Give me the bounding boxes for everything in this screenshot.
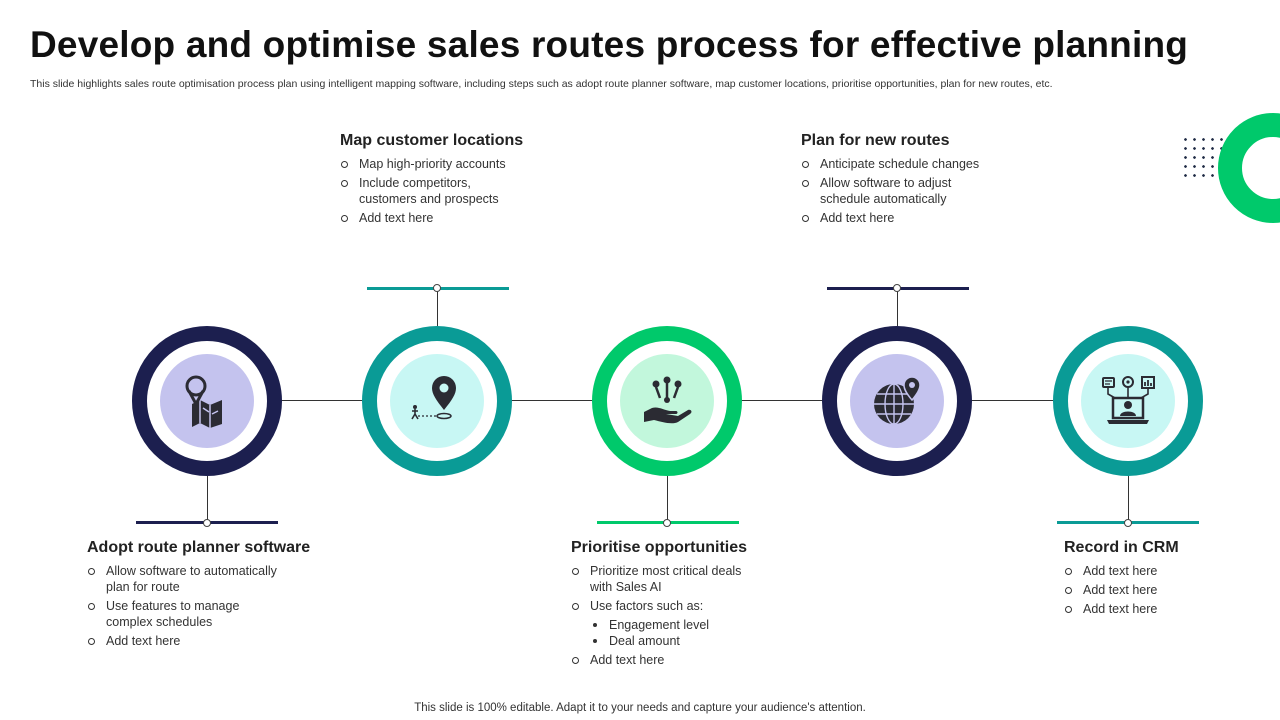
step-4-circle [822, 326, 972, 476]
connector-dot-step-5 [1124, 519, 1132, 527]
list-item: Map high-priority accounts [340, 156, 600, 172]
connector-dot-step-3 [663, 519, 671, 527]
step-3-circle [592, 326, 742, 476]
step-4-list: Anticipate schedule changes Allow softwa… [801, 156, 1061, 226]
crm-laptop-icon [1102, 376, 1155, 424]
hand-keys-icon [644, 376, 692, 424]
slide-footer: This slide is 100% editable. Adapt it to… [414, 702, 866, 714]
sub-list-item: Deal amount [571, 633, 831, 649]
connector-dot-step-1 [203, 519, 211, 527]
location-route-icon [411, 376, 456, 420]
step-3-list: Prioritize most critical deals with Sale… [571, 563, 831, 668]
list-item: Allow software to automatically plan for… [87, 563, 297, 595]
step-2-heading: Map customer locations [340, 132, 524, 149]
step-1-heading: Adopt route planner software [87, 539, 311, 556]
list-item: Add text here [1064, 582, 1264, 598]
connector-dot-step-4 [893, 284, 901, 292]
step-5-heading: Record in CRM [1064, 539, 1179, 556]
step-3-heading: Prioritise opportunities [571, 539, 748, 556]
step-5-circle [1053, 326, 1203, 476]
list-item: Include competitors, customers and prosp… [340, 175, 520, 207]
list-item: Allow software to adjust schedule automa… [801, 175, 981, 207]
step-4-text-block: Plan for new routes Anticipate schedule … [801, 132, 1061, 229]
step-2-circle [362, 326, 512, 476]
globe-pin-icon [874, 376, 921, 425]
sub-list-item: Engagement level [571, 617, 831, 633]
list-item: Anticipate schedule changes [801, 156, 1061, 172]
step-2-text-block: Map customer locations Map high-priority… [340, 132, 600, 229]
map-pin-icon [185, 375, 222, 428]
step-4-heading: Plan for new routes [801, 132, 950, 149]
slide-title: Develop and optimise sales routes proces… [30, 24, 1189, 65]
step-1-circle [132, 326, 282, 476]
list-item: Add text here [571, 652, 831, 668]
list-item: Add text here [801, 210, 1061, 226]
connector-step-4 [897, 288, 898, 326]
decorative-ring [1218, 113, 1280, 223]
connector-step-1 [207, 476, 208, 524]
list-item: Add text here [1064, 601, 1264, 617]
step-5-list: Add text here Add text here Add text her… [1064, 563, 1264, 617]
step-3-text-block: Prioritise opportunities Prioritize most… [571, 539, 831, 671]
connector-step-3 [667, 476, 668, 524]
connector-step-5 [1128, 476, 1129, 524]
step-1-text-block: Adopt route planner software Allow softw… [87, 539, 347, 652]
list-item: Add text here [87, 633, 347, 649]
list-item: Use features to manage complex schedules [87, 598, 277, 630]
connector-step-2 [437, 288, 438, 326]
step-5-text-block: Record in CRM Add text here Add text her… [1064, 539, 1264, 620]
list-item: Add text here [340, 210, 600, 226]
list-item: Prioritize most critical deals with Sale… [571, 563, 761, 595]
step-1-list: Allow software to automatically plan for… [87, 563, 347, 649]
connector-dot-step-2 [433, 284, 441, 292]
step-2-list: Map high-priority accounts Include compe… [340, 156, 600, 226]
slide-subtitle: This slide highlights sales route optimi… [30, 78, 1053, 90]
list-item: Use factors such as: [571, 598, 831, 614]
list-item: Add text here [1064, 563, 1264, 579]
